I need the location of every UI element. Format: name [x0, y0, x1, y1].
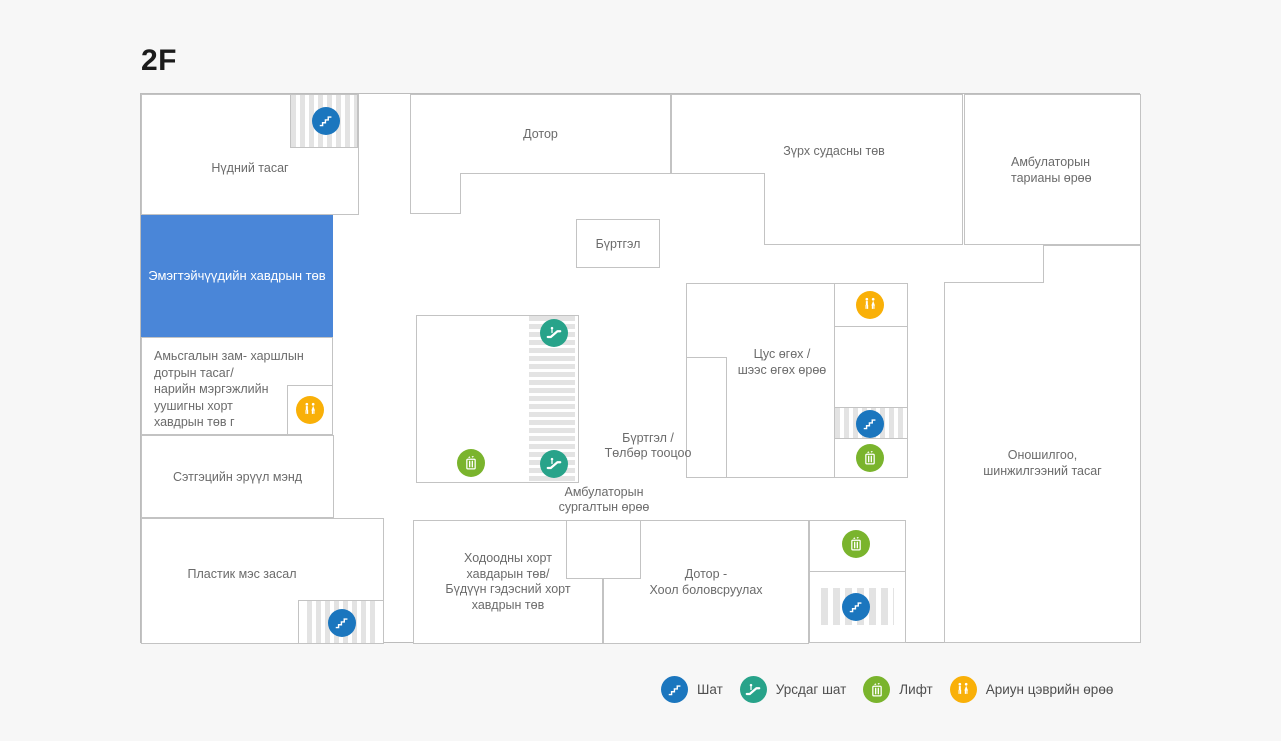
stairs-icon	[661, 676, 688, 703]
room-label: Амьсгалын зам- харшлын дотрын тасаг/ нар…	[154, 349, 304, 429]
room-label: Бүртгэл	[595, 236, 641, 251]
restroom-zone	[835, 284, 907, 327]
legend: Шат Урсдаг шат Лифт Ариун цэврийн өрөө	[661, 675, 1113, 704]
room-diagnostics-annex	[1043, 245, 1141, 283]
unlabeled-room	[566, 520, 641, 579]
legend-label: Ариун цэврийн өрөө	[985, 682, 1114, 697]
room-internal-medicine: Дотор	[410, 94, 671, 174]
restroom-icon	[856, 291, 884, 319]
legend-item-escalator: Урсдаг шат	[739, 676, 847, 703]
lift-icon	[856, 444, 884, 472]
room-internal-medicine-annex	[410, 173, 461, 214]
area-label-outpatient-training: Амбулаторын сургалтын өрөө	[558, 485, 650, 514]
floor-map: Нүдний тасаг Эмэгтэйчүүдийн хавдрын төв …	[140, 93, 1141, 644]
room-label: Эмэгтэйчүүдийн хавдрын төв	[148, 268, 326, 283]
lift-icon	[457, 449, 485, 477]
room-label: Амбулаторын тарианы өрөө	[1011, 154, 1092, 185]
legend-label: Лифт	[899, 682, 933, 697]
room-label: Сэтгэцийн эрүүл мэнд	[172, 469, 303, 484]
room-label: Ходоодны хорт хавдарын төв/ Бүдүүн гэдэс…	[445, 551, 571, 612]
escalator-icon	[540, 319, 568, 347]
room-label: Дотор - Хоол боловсруулах	[649, 567, 763, 597]
room-label: Оношилгоо, шинжилгээний тасаг	[983, 447, 1102, 478]
room-label: Цус өгөх / шээс өгөх өрөө	[737, 347, 827, 377]
room-label: Пластик мэс засал	[187, 567, 297, 581]
lift-icon	[863, 676, 891, 703]
legend-item-restroom: Ариун цэврийн өрөө	[949, 676, 1114, 703]
room-label: Нүдний тасаг	[211, 160, 289, 175]
room-registration: Бүртгэл	[576, 219, 660, 268]
restroom-icon	[296, 396, 324, 424]
room-mental-health: Сэтгэцийн эрүүл мэнд	[141, 435, 334, 518]
stairs-icon	[328, 609, 356, 637]
area-label-registration-payment: Бүртгэл / Төлбөр тооцоо	[604, 431, 692, 460]
legend-label: Урсдаг шат	[775, 682, 847, 697]
lift-icon	[842, 530, 870, 558]
room-womens-cancer-center: Эмэгтэйчүүдийн хавдрын төв	[141, 215, 333, 337]
stairs-icon	[312, 107, 340, 135]
legend-item-stairs: Шат	[661, 676, 723, 703]
floor-title: 2F	[141, 44, 178, 77]
room-cardiovascular-center-annex	[764, 173, 963, 245]
unlabeled-room	[835, 327, 907, 408]
room-internal-digestive: Дотор - Хоол боловсруулах	[603, 520, 809, 644]
restroom-icon	[949, 676, 977, 703]
escalator-icon	[540, 450, 568, 478]
corridor-strip	[687, 357, 727, 477]
stairs-icon	[842, 593, 870, 621]
room-label: Дотор	[523, 127, 558, 141]
legend-item-lift: Лифт	[863, 676, 933, 703]
legend-label: Шат	[697, 682, 723, 697]
stairs-icon	[856, 410, 884, 438]
room-cardiovascular-center	[671, 94, 963, 174]
escalator-icon	[739, 676, 767, 703]
room-label: Зүрх судасны төв	[783, 144, 885, 158]
room-diagnostics: Оношилгоо, шинжилгээний тасаг	[944, 282, 1141, 643]
room-outpatient-injection: Амбулаторын тарианы өрөө	[964, 94, 1141, 245]
